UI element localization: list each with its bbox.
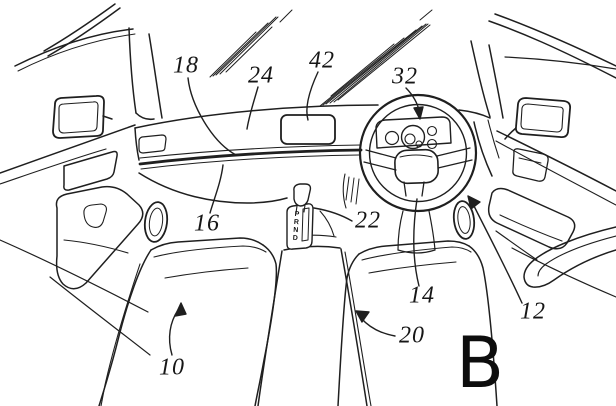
spoke-bottom <box>404 182 424 196</box>
roof-left <box>15 4 135 71</box>
steering-wheel <box>360 95 476 211</box>
steering-hub-airbag <box>394 149 438 183</box>
figure-view-label: B <box>455 322 505 404</box>
dash-trim-bottom-line <box>141 155 359 169</box>
a-pillar-right <box>471 41 503 118</box>
arrowhead-10 <box>175 303 186 316</box>
leader-22 <box>314 208 352 221</box>
center-console <box>258 211 371 406</box>
door-right <box>489 131 616 297</box>
ref-numeral-32: 32 <box>392 63 418 90</box>
arrowhead-20 <box>356 311 369 322</box>
window-sill-left <box>0 125 135 184</box>
leader-lines <box>170 72 522 355</box>
ref-numeral-12: 12 <box>520 298 546 325</box>
armrest-right <box>489 189 575 249</box>
ref-numeral-18: 18 <box>173 52 199 79</box>
leader-10 <box>170 310 178 355</box>
ref-numeral-10: 10 <box>159 354 185 381</box>
arrowhead-12 <box>468 196 480 209</box>
seat-left <box>99 238 276 406</box>
gauge-small-lower <box>428 140 437 149</box>
gauge-center <box>402 126 425 149</box>
dash-trim-top-line <box>140 145 361 158</box>
dash-trim-strip <box>140 150 361 164</box>
gauge-left <box>386 132 399 145</box>
gear-shifter <box>287 184 313 249</box>
side-mirror-left <box>53 96 112 138</box>
wheel-rim-outer <box>360 95 476 211</box>
leader-24 <box>247 87 258 129</box>
ref-numeral-20: 20 <box>399 322 425 349</box>
door-handle-pocket-right <box>513 149 548 181</box>
door-panel-left-inset <box>64 152 117 191</box>
leader-12 <box>474 206 522 303</box>
grab-handle-right <box>452 200 476 240</box>
armrest-left <box>56 187 142 289</box>
steering-column <box>398 211 435 253</box>
leader-14 <box>414 199 419 286</box>
ref-numeral-14: 14 <box>409 282 435 309</box>
spoke-left <box>364 150 396 170</box>
side-mirror-right <box>505 98 570 139</box>
seat-right <box>338 241 497 406</box>
windshield-reflection-hatch-right <box>320 10 432 106</box>
ref-numeral-22: 22 <box>355 207 381 234</box>
center-display <box>281 115 335 144</box>
leader-16 <box>210 165 223 213</box>
roof-right <box>489 14 616 78</box>
leader-42 <box>307 72 318 120</box>
ref-numeral-16: 16 <box>194 210 220 237</box>
arrowhead-32 <box>414 107 423 119</box>
leader-20 <box>361 318 395 336</box>
a-pillar-left <box>129 28 162 119</box>
ref-numeral-24: 24 <box>248 62 274 89</box>
dash-side-vent-left-of-wheel <box>346 177 359 204</box>
instrument-cluster <box>376 117 451 149</box>
floor-lines-left <box>0 240 150 355</box>
leader-18 <box>188 78 236 155</box>
gauge-small-upper <box>428 127 437 136</box>
dashboard <box>135 105 499 208</box>
grab-handle-left <box>143 201 170 243</box>
windshield-reflection-hatch-left <box>210 10 292 77</box>
ref-numeral-42: 42 <box>309 47 335 74</box>
door-pull-band-right <box>524 227 616 287</box>
